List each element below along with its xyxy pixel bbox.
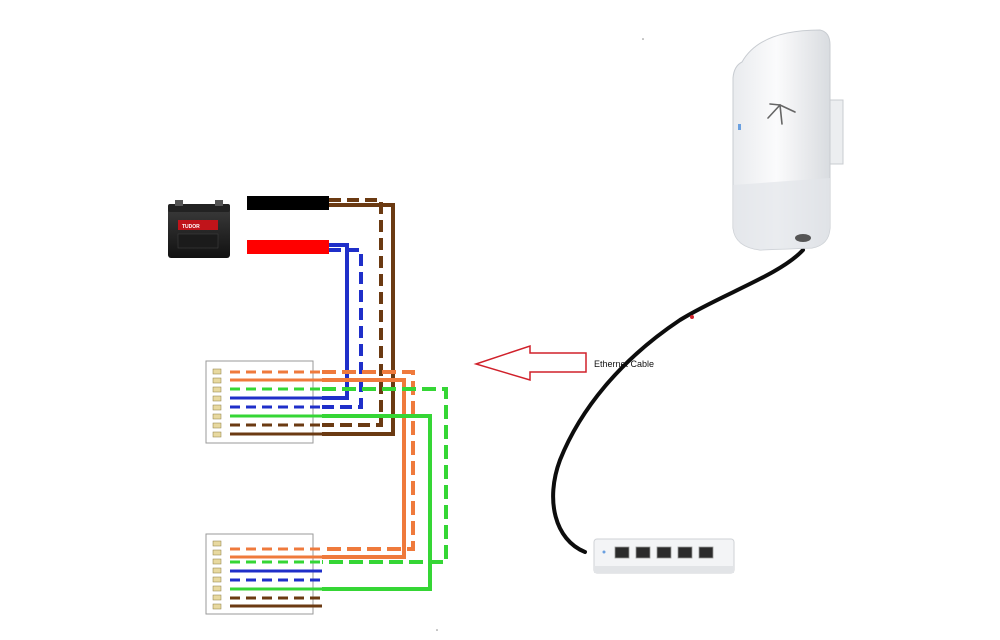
- green-white-wire: [322, 387, 448, 564]
- blue-white-wire: [322, 248, 363, 409]
- rj45-connector-top: [205, 360, 322, 444]
- switch-ports: [614, 546, 714, 559]
- rj45-connector-bottom: [205, 533, 322, 615]
- black-lead: [247, 196, 329, 210]
- orange-wire: [322, 378, 406, 559]
- power-leads: [247, 196, 329, 254]
- access-point-icon: [732, 29, 844, 251]
- arrow-icon: [473, 344, 587, 382]
- pin-block: [212, 540, 222, 610]
- pin-block: [212, 368, 222, 438]
- battery-icon: TUDOR: [168, 200, 230, 258]
- battery-brand-label: TUDOR: [182, 224, 200, 230]
- brown-wire: [322, 203, 395, 436]
- logo-icon: [767, 103, 796, 125]
- switch-icon: [593, 538, 735, 574]
- ethernet-cable: [551, 248, 805, 554]
- brown-white-wire: [322, 198, 383, 427]
- orange-white-wire: [322, 370, 415, 551]
- red-lead: [247, 240, 329, 254]
- green-wire: [322, 414, 432, 591]
- blue-wire: [322, 243, 349, 400]
